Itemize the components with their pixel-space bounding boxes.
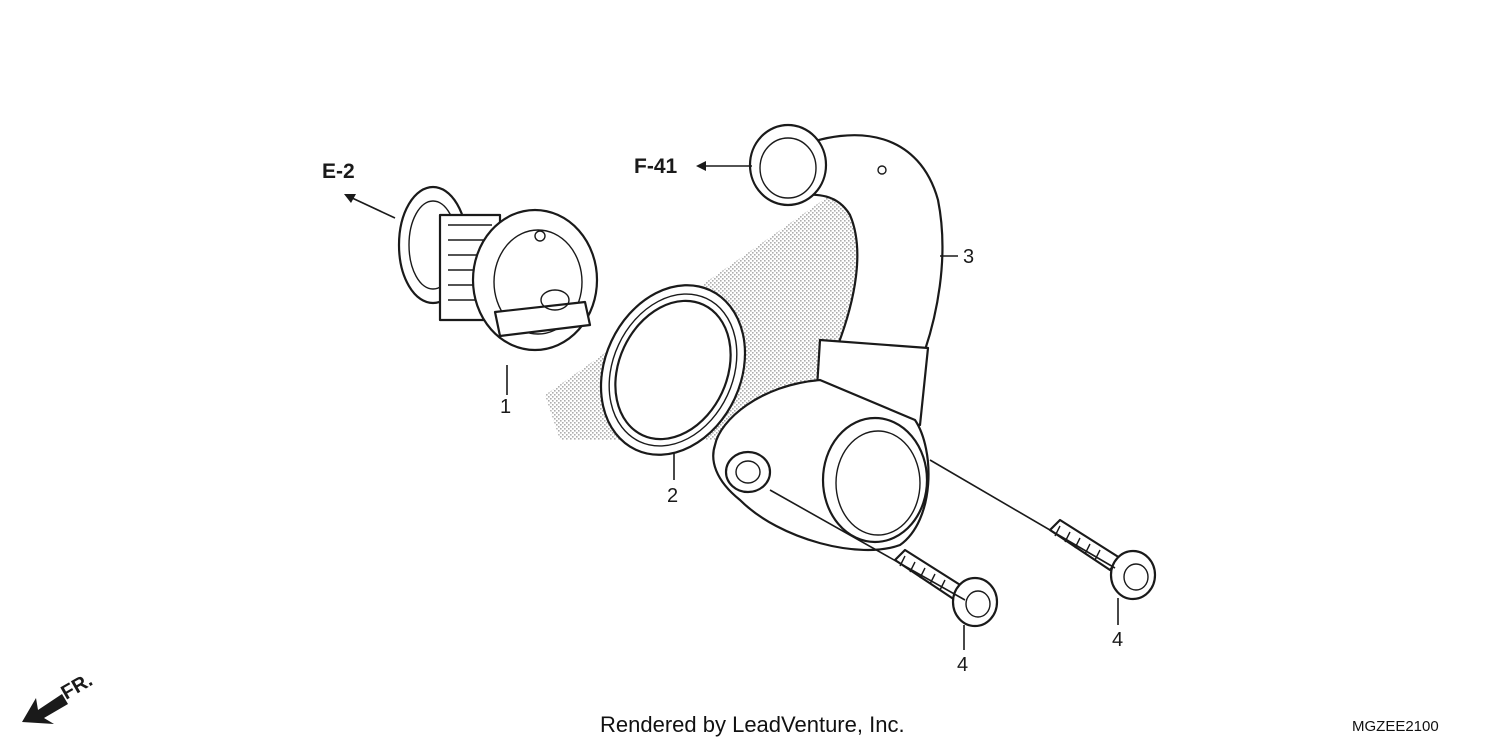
callout-3: 3: [963, 246, 974, 268]
water-hose-cover-part[interactable]: [712, 123, 944, 552]
thermostat-part[interactable]: [397, 185, 599, 352]
reference-arrows: [344, 161, 752, 219]
callout-4-right: 4: [1112, 629, 1123, 651]
callout-1: 1: [500, 396, 511, 418]
bolt-left-part[interactable]: [893, 548, 999, 628]
callout-4-left: 4: [957, 654, 968, 676]
ref-label-e2: E-2: [322, 160, 355, 183]
front-direction-icon: [22, 694, 68, 724]
credit-text: Rendered by LeadVenture, Inc.: [600, 712, 905, 737]
gasket-part[interactable]: [574, 262, 772, 479]
ref-label-f41: F-41: [634, 155, 678, 178]
drawing-code: MGZEE2100: [1352, 718, 1439, 735]
leader-lines: [506, 255, 1119, 650]
bolt-right-part[interactable]: [1048, 518, 1157, 601]
callout-2: 2: [667, 485, 678, 507]
